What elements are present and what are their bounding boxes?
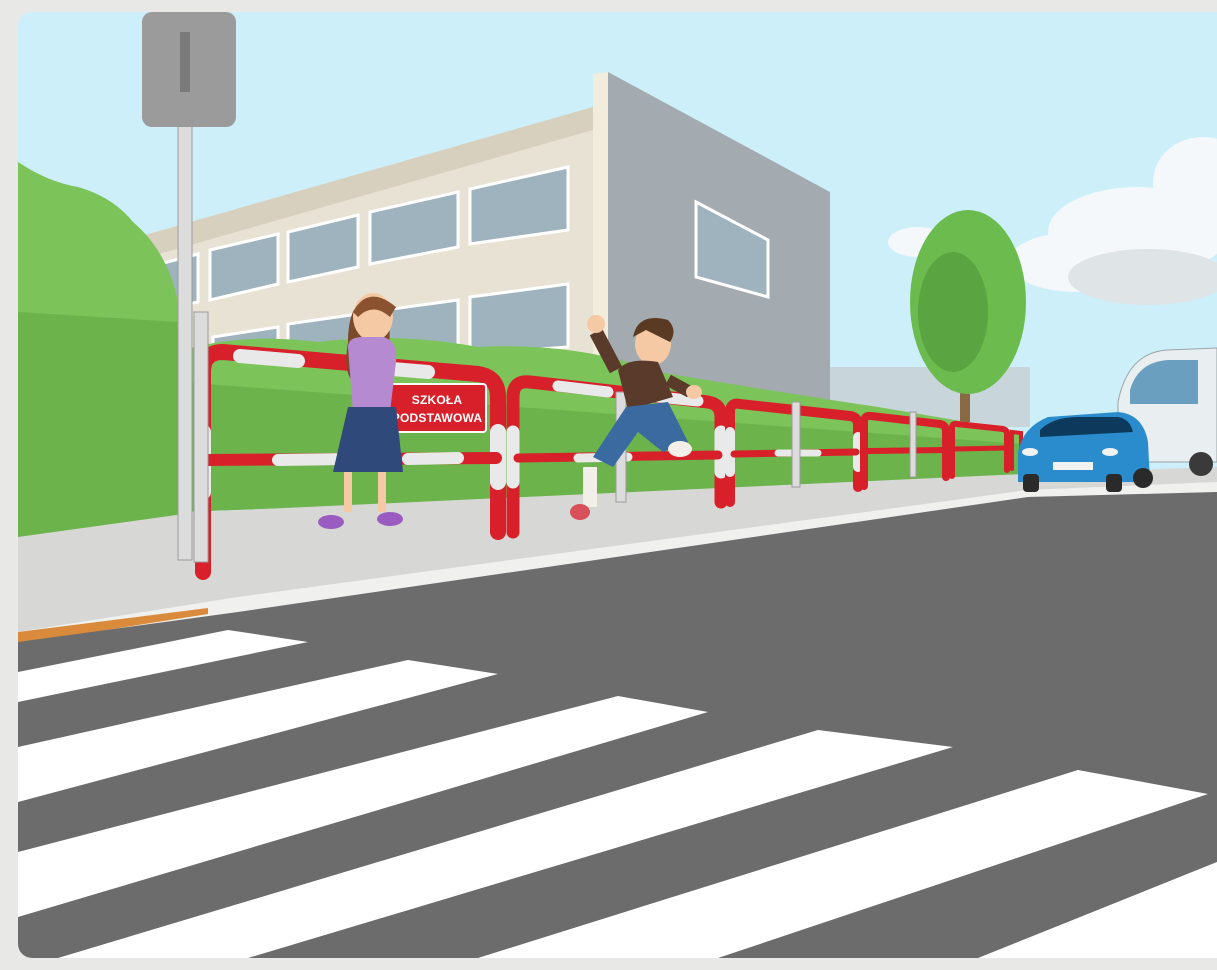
blue-car xyxy=(1018,412,1153,492)
crosswalk xyxy=(18,630,1217,958)
tree xyxy=(910,210,1026,422)
hedge-left xyxy=(18,162,178,542)
sign-pole xyxy=(142,12,236,561)
school-sign-line1: SZKOŁA xyxy=(412,393,463,407)
curb-orange-edge xyxy=(18,608,208,644)
school-sign: SZKOŁA PODSTAWOWA xyxy=(387,383,487,433)
school-sign-line2: PODSTAWOWA xyxy=(392,411,483,425)
white-van xyxy=(1117,347,1217,476)
illustration-panel: SZKOŁA PODSTAWOWA xyxy=(18,12,1217,958)
street-scene-illustration: SZKOŁA PODSTAWOWA xyxy=(18,12,1217,958)
boy-figure xyxy=(570,315,702,520)
girl-figure xyxy=(318,293,403,529)
sidewalk xyxy=(18,467,1217,632)
